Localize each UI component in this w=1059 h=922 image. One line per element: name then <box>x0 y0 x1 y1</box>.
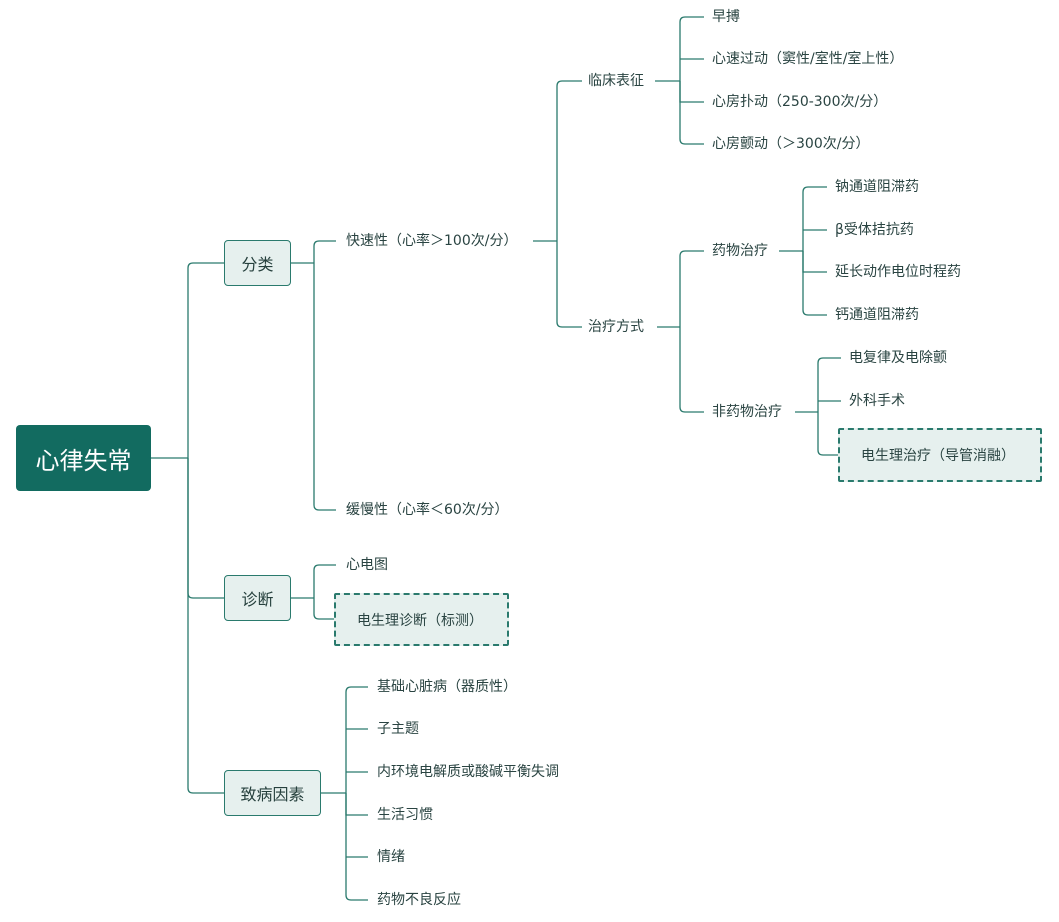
connector-root-to-etiology <box>187 458 224 794</box>
connector-root-to-classification <box>187 262 224 458</box>
connector-etiology-item-4 <box>345 793 368 816</box>
connector-diagnosis-item-2 <box>313 598 334 620</box>
connector-to-nondrug <box>679 327 704 413</box>
drug-item[interactable]: 延长动作电位时程药 <box>835 264 961 280</box>
nondrug-therapy-node[interactable]: 非药物治疗 <box>712 404 782 420</box>
connector-etiology-item-6 <box>345 793 368 901</box>
drug-item[interactable]: 钙通道阻滞药 <box>835 307 919 323</box>
root-node[interactable]: 心律失常 <box>16 425 151 491</box>
nondrug-item[interactable]: 外科手术 <box>849 393 905 409</box>
connector-to-tachy <box>313 240 336 263</box>
treatment-node[interactable]: 治疗方式 <box>588 319 644 335</box>
connector-clinical-item-4 <box>679 81 704 145</box>
brady-node[interactable]: 缓慢性（心率＜60次/分） <box>346 502 509 518</box>
category-diagnosis[interactable]: 诊断 <box>224 575 291 621</box>
etiology-item[interactable]: 内环境电解质或酸碱平衡失调 <box>377 764 559 780</box>
connector-nondrug-item-1 <box>817 357 841 412</box>
connector-to-brady <box>313 263 336 511</box>
drug-item[interactable]: β受体拮抗药 <box>835 222 914 238</box>
connector-drug-item-3 <box>802 251 827 273</box>
etiology-item[interactable]: 基础心脏病（器质性） <box>377 679 517 695</box>
category-classification[interactable]: 分类 <box>224 240 291 286</box>
etiology-item[interactable]: 药物不良反应 <box>377 892 461 908</box>
connector-nondrug-item-3 <box>817 412 838 456</box>
diagnosis-item[interactable]: 心电图 <box>346 557 388 573</box>
connector-clinical-item-1 <box>679 16 704 81</box>
diagnosis-item-highlighted[interactable]: 电生理诊断（标测） <box>334 593 509 646</box>
connector-etiology-item-1 <box>345 686 368 793</box>
tachy-node[interactable]: 快速性（心率＞100次/分） <box>346 233 518 249</box>
clinical-item[interactable]: 心房颤动（＞300次/分） <box>712 136 870 152</box>
nondrug-item[interactable]: 电复律及电除颤 <box>849 350 947 366</box>
connector-to-treatment <box>556 241 582 328</box>
drug-item[interactable]: 钠通道阻滞药 <box>835 179 919 195</box>
connector-to-drug <box>679 250 704 327</box>
connector-to-clinical <box>556 80 582 241</box>
etiology-item[interactable]: 生活习惯 <box>377 807 433 823</box>
category-etiology[interactable]: 致病因素 <box>224 770 321 816</box>
connector-drug-item-1 <box>802 186 827 251</box>
nondrug-item-highlighted[interactable]: 电生理治疗（导管消融） <box>838 428 1042 482</box>
drug-therapy-node[interactable]: 药物治疗 <box>712 243 768 259</box>
etiology-item[interactable]: 情绪 <box>377 849 405 865</box>
connector-diagnosis-item-1 <box>313 564 336 598</box>
etiology-item[interactable]: 子主题 <box>377 721 419 737</box>
clinical-item[interactable]: 早搏 <box>712 9 740 25</box>
connector-clinical-item-3 <box>679 81 704 103</box>
clinical-item[interactable]: 心速过动（窦性/室性/室上性） <box>712 51 904 67</box>
clinical-node[interactable]: 临床表征 <box>588 73 644 89</box>
clinical-item[interactable]: 心房扑动（250-300次/分） <box>712 94 888 110</box>
connector-root-to-diagnosis <box>187 458 224 599</box>
connector-drug-item-4 <box>802 251 827 316</box>
